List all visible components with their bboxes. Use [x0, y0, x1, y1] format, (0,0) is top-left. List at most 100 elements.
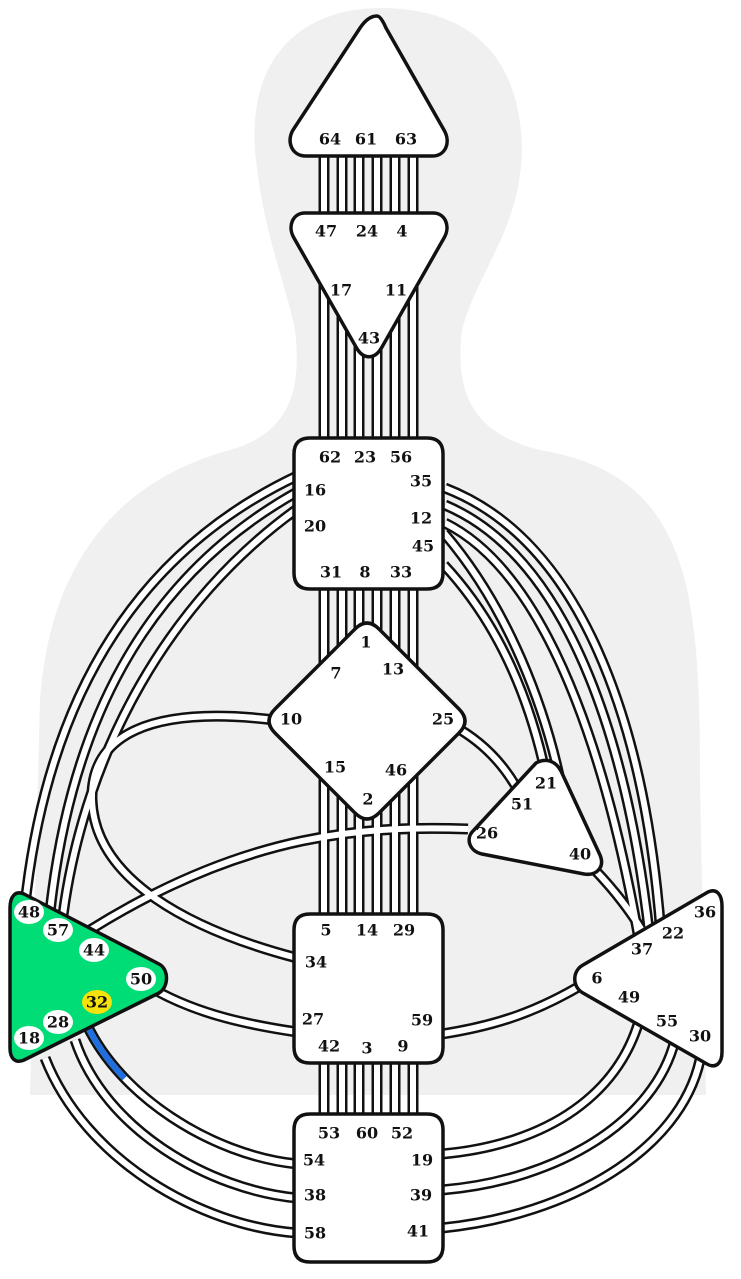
ajna-centre: [289, 211, 449, 359]
gate-5[interactable]: 5: [320, 921, 331, 940]
gate-10[interactable]: 10: [280, 710, 302, 729]
heart-centre: [467, 758, 604, 876]
gate-1[interactable]: 1: [360, 633, 371, 652]
throat-centre: [292, 436, 445, 591]
channel-activation-32-54: [84, 1023, 298, 1167]
gate-12[interactable]: 12: [410, 509, 432, 528]
gate-14[interactable]: 14: [356, 921, 378, 940]
g-centre: [267, 621, 467, 821]
gate-badge: [14, 900, 44, 924]
gate-11[interactable]: 11: [385, 281, 407, 300]
gate-20[interactable]: 20: [304, 517, 326, 536]
gate-40[interactable]: 40: [569, 845, 591, 864]
channel-fill: [441, 1059, 703, 1231]
gate-36[interactable]: 36: [694, 903, 716, 922]
gate-46[interactable]: 46: [385, 761, 407, 780]
root-centre: [292, 1112, 445, 1264]
gate-6[interactable]: 6: [591, 969, 602, 988]
gate-38[interactable]: 38: [304, 1186, 326, 1205]
gate-43[interactable]: 43: [358, 329, 380, 348]
gate-9[interactable]: 9: [397, 1037, 408, 1056]
gate-64[interactable]: 64: [319, 130, 341, 149]
channel-fill: [441, 980, 587, 1037]
gate-52[interactable]: 52: [391, 1124, 413, 1143]
gate-42[interactable]: 42: [318, 1037, 340, 1056]
gate-17[interactable]: 17: [330, 281, 352, 300]
gate-47[interactable]: 47: [315, 222, 337, 241]
solar-plexus-centre: [573, 889, 724, 1068]
gate-29[interactable]: 29: [393, 921, 415, 940]
gate-7[interactable]: 7: [330, 664, 341, 683]
gate-22[interactable]: 22: [662, 924, 684, 943]
gate-badge: [43, 918, 73, 942]
channel-fill: [443, 485, 664, 936]
gate-51[interactable]: 51: [511, 795, 533, 814]
channel-fill: [88, 825, 469, 933]
gate-badge: [126, 967, 156, 991]
gate-28[interactable]: 28: [47, 1013, 69, 1032]
gate-3[interactable]: 3: [361, 1039, 372, 1058]
gate-44[interactable]: 44: [83, 941, 105, 960]
gate-59[interactable]: 59: [411, 1011, 433, 1030]
gate-61[interactable]: 61: [355, 130, 377, 149]
gate-39[interactable]: 39: [410, 1186, 432, 1205]
gate-48[interactable]: 48: [18, 903, 40, 922]
head-centre: [288, 14, 449, 158]
gate-18[interactable]: 18: [18, 1029, 40, 1048]
gate-31[interactable]: 31: [320, 563, 342, 582]
gate-58[interactable]: 58: [304, 1224, 326, 1243]
channel-fill: [441, 1004, 646, 1157]
gate-57[interactable]: 57: [47, 921, 69, 940]
gate-13[interactable]: 13: [382, 660, 404, 679]
gate-16[interactable]: 16: [304, 481, 326, 500]
channel-fill: [441, 1039, 678, 1193]
gate-50[interactable]: 50: [130, 970, 152, 989]
channel-fill: [441, 562, 549, 776]
centres-layer: [8, 14, 724, 1264]
gate-49[interactable]: 49: [618, 988, 640, 1007]
gate-2[interactable]: 2: [362, 790, 373, 809]
gate-badge: [82, 990, 112, 1014]
gate-15[interactable]: 15: [324, 758, 346, 777]
gate-26[interactable]: 26: [476, 824, 498, 843]
gate-35[interactable]: 35: [410, 472, 432, 491]
gate-32[interactable]: 32: [86, 993, 108, 1012]
gate-badge: [43, 1010, 73, 1034]
gate-30[interactable]: 30: [689, 1027, 711, 1046]
gate-55[interactable]: 55: [656, 1012, 678, 1031]
gate-62[interactable]: 62: [319, 448, 341, 467]
gate-56[interactable]: 56: [390, 448, 412, 467]
sacral-centre: [292, 912, 445, 1065]
gate-19[interactable]: 19: [411, 1151, 433, 1170]
gate-badge: [14, 1026, 44, 1050]
gate-4[interactable]: 4: [396, 222, 407, 241]
gate-badge: [79, 938, 109, 962]
channel-fill: [443, 502, 653, 941]
gate-27[interactable]: 27: [302, 1010, 324, 1029]
gate-21[interactable]: 21: [535, 774, 557, 793]
gate-60[interactable]: 60: [356, 1124, 378, 1143]
channel-fill: [42, 1056, 298, 1236]
gate-33[interactable]: 33: [390, 563, 412, 582]
channel-fill: [441, 531, 563, 781]
gate-54[interactable]: 54: [303, 1151, 325, 1170]
gate-63[interactable]: 63: [395, 130, 417, 149]
channel-fill: [72, 1039, 298, 1201]
gate-53[interactable]: 53: [318, 1124, 340, 1143]
channel-fill: [153, 987, 298, 1035]
channel-fill: [60, 506, 299, 916]
channel-fill: [88, 713, 298, 961]
gate-41[interactable]: 41: [407, 1222, 429, 1241]
channel-fill: [443, 520, 643, 946]
gate-37[interactable]: 37: [631, 940, 653, 959]
gate-34[interactable]: 34: [305, 953, 327, 972]
gate-23[interactable]: 23: [354, 448, 376, 467]
gate-25[interactable]: 25: [432, 710, 454, 729]
gate-45[interactable]: 45: [412, 537, 434, 556]
gate-8[interactable]: 8: [359, 563, 370, 582]
gate-24[interactable]: 24: [356, 222, 378, 241]
channel-fill: [47, 489, 299, 913]
channel-fill: [22, 473, 299, 906]
